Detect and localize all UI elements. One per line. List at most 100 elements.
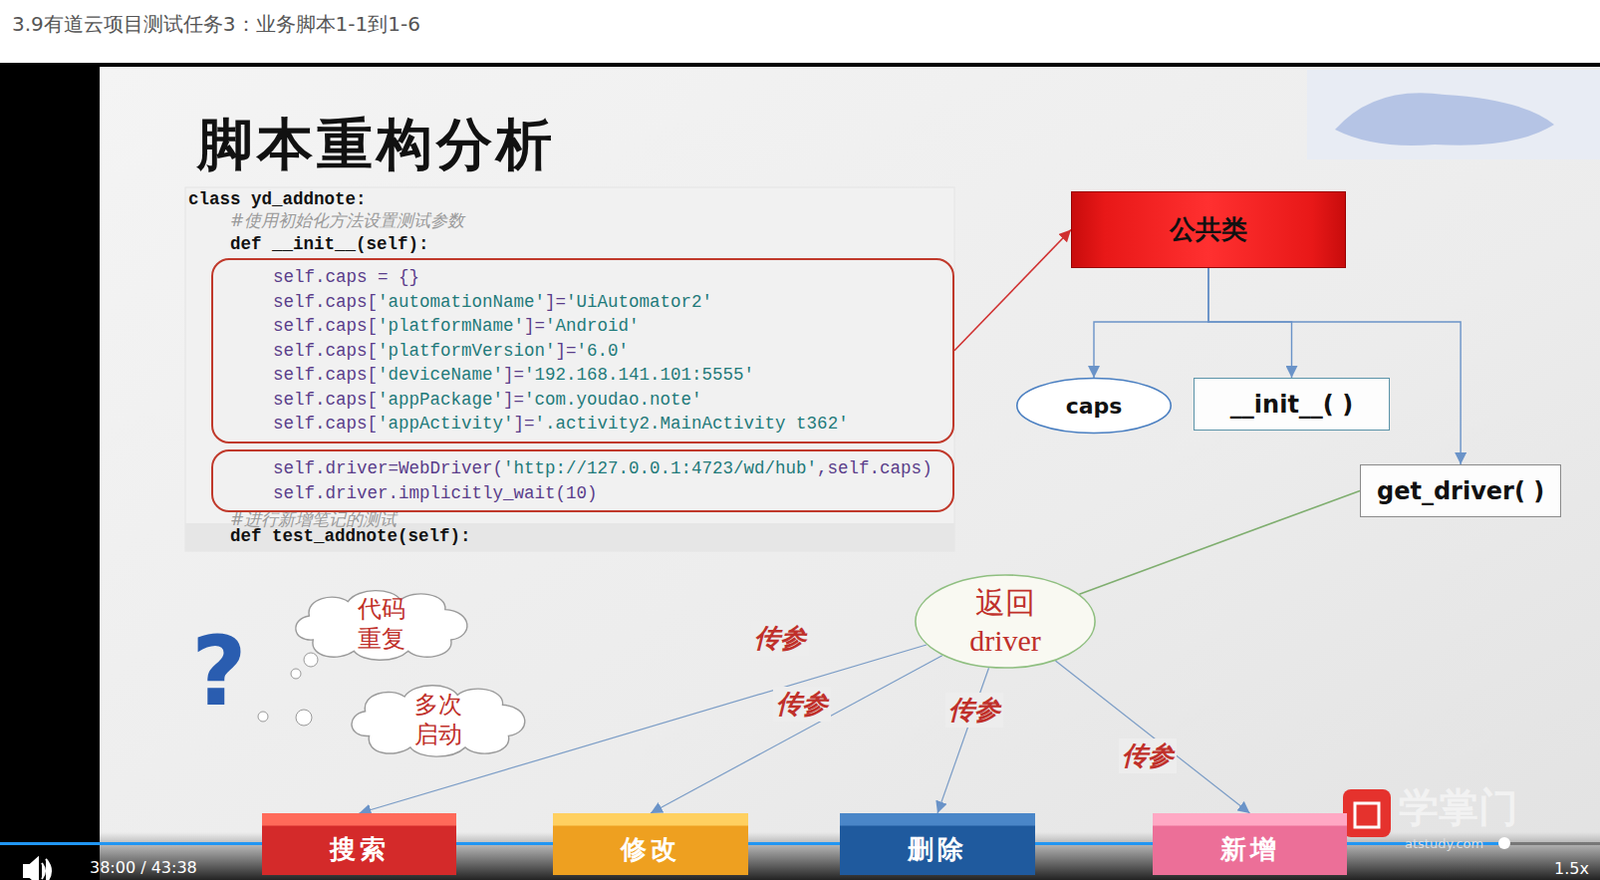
code-token: 'appPackage' <box>377 389 504 410</box>
code-token: '.activity2.MainActivity t362' <box>534 413 849 434</box>
thought-bubble <box>290 668 301 679</box>
code-line: self.caps['platformVersion']='6.0' <box>272 338 629 364</box>
connector <box>1078 491 1360 595</box>
node-label: get_driver( ) <box>1376 477 1545 506</box>
module-block: 搜索 <box>262 812 457 875</box>
edge-label: 传参 <box>751 620 809 656</box>
ellipse-outline <box>915 574 1095 668</box>
code-token: self.caps[ <box>272 291 378 312</box>
corner-logo-blur <box>1334 92 1555 146</box>
connector <box>1208 267 1293 378</box>
cloud-text: 多次 启动 <box>410 689 467 750</box>
code-line: class yd_addnote: <box>188 191 367 210</box>
code-line: self.caps['appActivity']='.activity2.Mai… <box>272 411 849 437</box>
connector <box>1055 660 1250 813</box>
code-line: self.caps['deviceName']='192.168.141.101… <box>272 362 755 388</box>
member-ellipse: caps <box>1016 377 1172 434</box>
return-ellipse: 返回 driver <box>914 573 1096 669</box>
code-panel <box>185 187 955 551</box>
connector <box>954 230 1071 351</box>
progress-track <box>0 841 1600 845</box>
code-token: self.caps[ <box>272 315 378 336</box>
edge-label: 传参 <box>1118 738 1177 774</box>
cloud-text: 代码 重复 <box>353 593 410 654</box>
code-line: def test_addnote(self): <box>230 528 472 546</box>
code-token: self.caps = {} <box>272 266 420 287</box>
node-label: 返回 driver <box>950 583 1061 659</box>
code-token: self.driver.implicitly_wait(10) <box>272 483 598 504</box>
code-token: 'UiAutomator2' <box>565 291 713 312</box>
method-box: __init__( ) <box>1193 377 1390 431</box>
corner-logo-panel <box>1307 69 1600 160</box>
connector <box>1208 267 1461 465</box>
code-comment: #进行新增笔记的测试 <box>230 511 397 529</box>
code-token: 'platformName' <box>377 315 525 336</box>
code-highlight-box: self.driver=WebDriver('http://127.0.0.1:… <box>211 449 955 513</box>
connector <box>359 644 927 813</box>
thought-cloud: 代码 重复 <box>283 583 479 664</box>
module-block: 删除 <box>839 812 1036 875</box>
question-mark: ? <box>191 623 248 720</box>
thought-bubble <box>303 652 318 667</box>
code-token: self.caps[ <box>272 389 378 410</box>
code-token: 'Android' <box>544 315 640 336</box>
code-token: 'automationName' <box>377 291 545 312</box>
code-token: ]= <box>544 291 566 312</box>
cloud-outline <box>295 590 468 661</box>
thought-bubble <box>295 709 312 726</box>
page-heading: 3.9有道云项目测试任务3：业务脚本1-1到1-6 <box>11 13 421 34</box>
video-frame <box>0 62 1600 880</box>
class-box: 公共类 <box>1070 191 1346 268</box>
thought-bubble <box>258 711 268 722</box>
logo-url: atstudy.com <box>1404 836 1484 850</box>
code-token: self.driver=WebDriver( <box>272 458 504 479</box>
node-label: 删除 <box>907 831 968 867</box>
controls-shade <box>0 831 1600 880</box>
connector <box>650 655 943 813</box>
code-token: 'http://127.0.0.1:4723/wd/hub' <box>503 458 817 479</box>
code-line: self.driver.implicitly_wait(10) <box>272 481 598 507</box>
header-bar <box>0 0 1600 63</box>
thought-cloud: 多次 启动 <box>339 678 536 761</box>
video-time: 38:00 / 43:38 <box>89 859 198 876</box>
volume-icon <box>23 857 51 880</box>
playback-speed: 1.5x <box>1554 860 1590 877</box>
module-block: 修改 <box>552 812 749 875</box>
code-token: ,self.caps) <box>816 458 933 479</box>
code-token: 'platformVersion' <box>377 340 556 361</box>
code-highlight-row <box>185 523 955 551</box>
code-line: def __init__(self): <box>230 236 430 255</box>
code-token: ]= <box>503 364 525 385</box>
code-token: ]= <box>555 340 577 361</box>
edge-label: 传参 <box>945 692 1004 728</box>
edge-label: 传参 <box>773 686 831 722</box>
connector <box>937 667 989 813</box>
node-label: caps <box>1066 393 1123 419</box>
method-box: get_driver( ) <box>1359 464 1562 518</box>
node-label: 新增 <box>1220 831 1281 867</box>
module-block: 新增 <box>1152 812 1347 875</box>
code-token: '192.168.141.101:5555' <box>524 364 755 385</box>
code-token: '6.0' <box>576 340 630 361</box>
node-label: 修改 <box>620 831 681 867</box>
code-token: self.caps[ <box>272 340 378 361</box>
connector <box>1093 267 1209 378</box>
code-token: self.caps[ <box>272 413 378 434</box>
code-token: ]= <box>514 413 535 434</box>
ellipse-outline <box>1017 378 1171 434</box>
node-label: 搜索 <box>329 831 390 867</box>
slide-title: 脚本重构分析 <box>197 107 556 184</box>
logo-icon <box>1342 789 1391 837</box>
code-token: ]= <box>503 389 525 410</box>
cloud-outline <box>351 685 526 757</box>
code-line: self.caps = {} <box>272 265 420 290</box>
logo-icon-mark <box>1354 802 1379 827</box>
slide <box>99 66 1600 880</box>
code-token: 'deviceName' <box>377 364 504 385</box>
code-token: self.caps[ <box>272 364 378 385</box>
logo-text: 学掌门 <box>1398 787 1519 827</box>
code-line: self.caps['automationName']='UiAutomator… <box>272 289 713 315</box>
code-token: ]= <box>524 315 545 336</box>
code-token: 'com.youdao.note' <box>524 389 703 410</box>
node-label: __init__( ) <box>1230 390 1353 419</box>
